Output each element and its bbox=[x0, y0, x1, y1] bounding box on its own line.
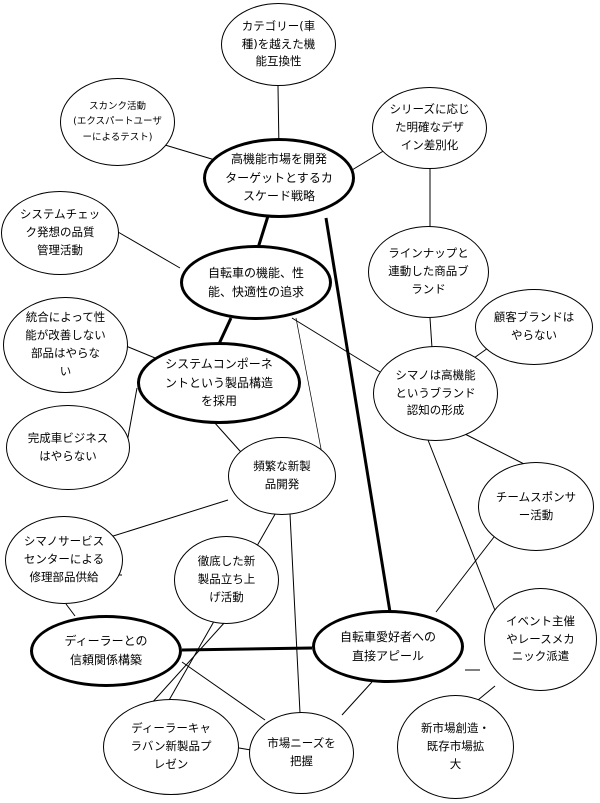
connector-line bbox=[181, 646, 313, 652]
connector-line bbox=[427, 439, 499, 619]
connector-line bbox=[256, 215, 270, 249]
connector-line bbox=[216, 317, 233, 347]
connector-line bbox=[477, 685, 496, 701]
connector-line bbox=[429, 317, 433, 349]
connector-line bbox=[109, 499, 229, 538]
connector-line bbox=[324, 217, 392, 613]
connector-line bbox=[117, 231, 181, 269]
node-no-customer-brand: 顧客ブランドは やらない bbox=[475, 289, 593, 365]
node-direct-appeal-enthusiasts: 自転車愛好者への 直接アピール bbox=[312, 610, 464, 683]
node-system-check-quality: システムチェッ ク発想の品質 管理活動 bbox=[1, 191, 119, 275]
node-dealer-caravan-presentation: ディーラーキャ ラバン新製品プ レゼン bbox=[103, 699, 239, 795]
node-high-performance-brand-recognition: シマノは高機能 というブランド 認知の形成 bbox=[373, 346, 498, 441]
connector-line bbox=[456, 429, 529, 467]
node-bicycle-performance-pursuit: 自転車の機能、性 能、快適性の追求 bbox=[180, 245, 332, 320]
connector-line bbox=[149, 621, 226, 706]
connector-line bbox=[351, 149, 386, 171]
node-shimano-service-center: シマノサービス センターによる 修理部品供給 bbox=[5, 516, 123, 604]
node-lineup-product-brand: ラインナップと 連動した商品ブ ランド bbox=[368, 226, 489, 318]
node-no-non-improving-parts: 統合によって性 能が改善しない 部品はやらな い bbox=[3, 297, 128, 393]
node-system-component-structure: システムコンポーネ ントという製品構造 を採用 bbox=[137, 342, 301, 424]
node-series-design-differentiation: シリーズに応じ た明確なデザ イン差別化 bbox=[372, 87, 487, 169]
node-dealer-trust: ディーラーとの 信頼関係構築 bbox=[30, 615, 182, 687]
node-no-complete-bicycle-business: 完成車ビジネス はやらない bbox=[6, 405, 130, 490]
node-category-compatibility: カテゴリー(車 種)を越えた機 能互換性 bbox=[221, 3, 336, 86]
connector-line bbox=[295, 317, 323, 455]
node-market-needs: 市場ニーズを 把握 bbox=[249, 712, 354, 794]
node-cascade-strategy: 高機能市場を開発 ターゲットとするカ スケード戦略 bbox=[203, 138, 355, 218]
node-skunk-activity: スカンク活動 (エクスパートユーザ ーによるテスト) bbox=[60, 78, 175, 166]
connector-line bbox=[181, 661, 266, 721]
connector-line bbox=[341, 681, 373, 716]
node-frequent-new-products: 頻繁な新製 品開発 bbox=[228, 437, 336, 515]
node-new-market-creation: 新市場創造・ 既存市場拡 大 bbox=[397, 695, 514, 799]
node-event-race-mechanics: イベント主催 やレースメカ ニック派遣 bbox=[484, 588, 597, 691]
connector-line bbox=[164, 144, 216, 161]
connector-line bbox=[435, 536, 495, 613]
connector-line bbox=[291, 317, 381, 373]
node-thorough-product-launch: 徹底した新 製品立ち上 げ活動 bbox=[174, 536, 279, 624]
connector-line bbox=[65, 603, 76, 617]
node-team-sponsor-activity: チームスポンサ ー活動 bbox=[478, 462, 594, 551]
connector-line bbox=[289, 513, 301, 714]
